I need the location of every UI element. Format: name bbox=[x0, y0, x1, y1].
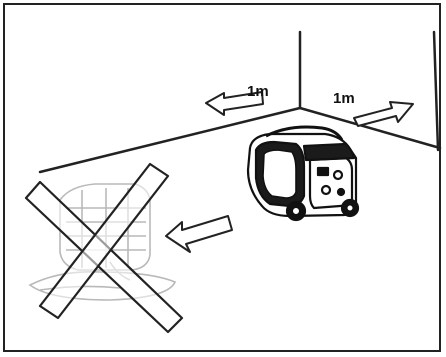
generator-handle bbox=[265, 125, 344, 141]
wall-right-edge bbox=[432, 30, 440, 152]
clearance-arrow-left: 1m bbox=[205, 83, 269, 116]
arrow-left-icon bbox=[205, 91, 264, 116]
clearance-label-right: 1m bbox=[333, 90, 355, 107]
building-outline bbox=[59, 183, 151, 271]
generator-indicator bbox=[336, 187, 346, 197]
clearance-arrow-right: 1m bbox=[333, 90, 414, 127]
generator-outlet-2 bbox=[320, 184, 332, 196]
generator-top-trim bbox=[302, 142, 356, 162]
arrow-right-icon bbox=[353, 101, 414, 127]
prohibited-cross-icon bbox=[24, 162, 184, 334]
floor-right-line bbox=[298, 106, 442, 150]
warning-arrow bbox=[165, 215, 233, 253]
arrow-down-left-icon bbox=[165, 215, 233, 253]
room-walls bbox=[38, 30, 442, 174]
generator-outlet-1 bbox=[332, 169, 344, 181]
floor-left-line bbox=[38, 106, 302, 174]
generator-switch bbox=[316, 166, 330, 177]
cross-bar-2 bbox=[38, 162, 170, 320]
generator-icon bbox=[246, 125, 360, 222]
generator-side-window bbox=[262, 149, 297, 199]
clearance-label-left: 1m bbox=[247, 83, 269, 100]
